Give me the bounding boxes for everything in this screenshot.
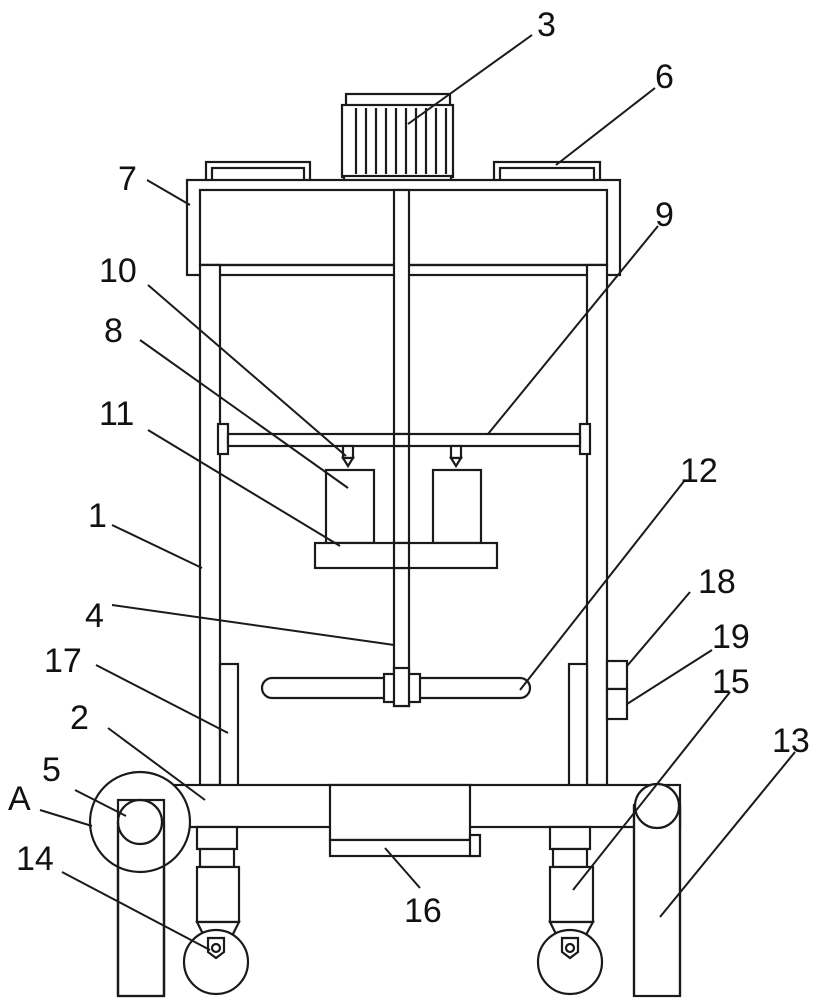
label-18: 18 [698,563,736,601]
label-12: 12 [680,452,718,490]
motor [340,92,455,184]
leader-lines [39,34,796,951]
label-3: 3 [537,6,556,44]
label-8: 8 [104,312,123,350]
label-14: 14 [16,840,54,878]
nozzles [341,444,463,469]
left-pulley [88,770,192,998]
label-9: 9 [655,196,674,234]
label-A: A [8,780,31,818]
stirring-shaft [392,188,411,708]
label-2: 2 [70,699,89,737]
bottom-unit [328,783,482,858]
label-15: 15 [712,663,750,701]
side-guides [218,662,589,788]
label-13: 13 [772,722,810,760]
part-labels: 3 6 7 9 10 8 11 12 1 18 4 19 17 15 2 13 … [8,6,810,930]
label-6: 6 [655,58,674,96]
tank-body [198,263,609,787]
label-19: 19 [712,618,750,656]
label-1: 1 [88,497,107,535]
label-7: 7 [118,160,137,198]
containers [324,468,483,545]
cross-bar [216,422,592,456]
label-16: 16 [404,892,442,930]
tray [313,541,499,570]
control-box [605,659,629,721]
right-pulley [632,782,682,998]
label-10: 10 [99,252,137,290]
label-4: 4 [85,597,104,635]
label-17: 17 [44,642,82,680]
label-5: 5 [42,751,61,789]
stirring-blade [260,666,532,708]
right-leg [536,825,604,996]
label-11: 11 [99,395,134,433]
left-leg [182,825,250,996]
